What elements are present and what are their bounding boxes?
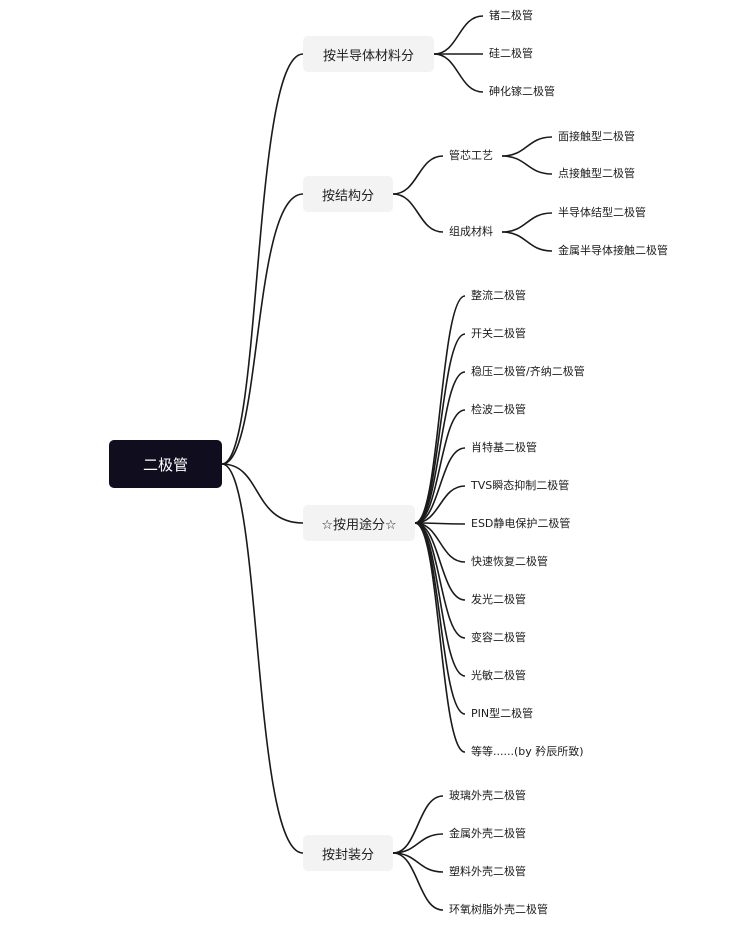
category-to-leaf-connector [433, 53, 484, 93]
root-to-category-connector [221, 463, 304, 854]
category-to-leaf-connector [414, 295, 466, 524]
category-to-leaf-connector [414, 522, 466, 677]
category-to-leaf-connector [392, 852, 444, 911]
leaf-node[interactable]: 锗二极管 [489, 9, 533, 22]
category-to-leaf-connector [414, 333, 466, 524]
category-to-leaf-connector [414, 522, 466, 563]
leaf-node[interactable]: 金属半导体接触二极管 [558, 244, 668, 257]
root-node[interactable]: 二极管 [109, 440, 222, 488]
leaf-node[interactable]: 环氧树脂外壳二极管 [449, 903, 548, 916]
category-usage[interactable]: ☆按用途分☆ [303, 505, 415, 541]
category-label: ☆按用途分☆ [321, 517, 397, 533]
root-label: 二极管 [142, 455, 188, 474]
category-label: 按结构分 [321, 188, 374, 204]
category-to-leaf-connector [414, 447, 466, 524]
category-material[interactable]: 按半导体材料分 [303, 36, 434, 72]
category-structure[interactable]: 按结构分 [303, 176, 393, 212]
category-to-leaf-connector [414, 522, 466, 715]
category-to-leaf-connector [433, 15, 484, 55]
leaf-node[interactable]: 检波二极管 [471, 403, 526, 416]
leaf-node[interactable]: 等等......(by 矜辰所致) [471, 745, 584, 758]
leaf-node[interactable]: 肖特基二极管 [471, 441, 537, 454]
leaf-node[interactable]: 快速恢复二极管 [471, 555, 548, 568]
subgroup-to-leaf-connector [501, 231, 553, 252]
leaf-node[interactable]: 点接触型二极管 [558, 167, 635, 180]
leaf-node[interactable]: 发光二极管 [471, 593, 526, 606]
category-to-subgroup-connector [392, 155, 444, 195]
leaf-node[interactable]: PIN型二极管 [471, 707, 534, 720]
category-to-leaf-connector [414, 522, 466, 601]
category-package[interactable]: 按封装分 [303, 835, 393, 871]
leaf-node[interactable]: TVS瞬态抑制二极管 [471, 479, 570, 492]
leaf-node[interactable]: 整流二极管 [471, 289, 526, 302]
root-to-category-connector [221, 463, 304, 524]
leaf-node[interactable]: 半导体结型二极管 [558, 206, 646, 219]
leaf-node[interactable]: 硅二极管 [489, 47, 533, 60]
leaf-node[interactable]: 砷化镓二极管 [489, 85, 555, 98]
subgroup-node[interactable]: 管芯工艺 [449, 149, 493, 162]
category-to-subgroup-connector [392, 193, 444, 233]
leaf-node[interactable]: ESD静电保护二极管 [471, 517, 571, 530]
root-to-category-connector [221, 193, 304, 465]
leaf-node[interactable]: 稳压二极管/齐纳二极管 [471, 365, 585, 378]
category-label: 按半导体材料分 [322, 48, 414, 64]
category-to-leaf-connector [392, 795, 444, 854]
category-to-leaf-connector [414, 371, 466, 524]
subgroup-to-leaf-connector [501, 136, 553, 157]
leaf-node[interactable]: 变容二极管 [471, 631, 526, 644]
category-to-leaf-connector [392, 833, 444, 854]
category-to-leaf-connector [414, 522, 466, 753]
leaf-node[interactable]: 光敏二极管 [471, 669, 526, 682]
leaf-node[interactable]: 开关二极管 [471, 327, 526, 340]
subgroup-node[interactable]: 组成材料 [449, 225, 493, 238]
category-label: 按封装分 [321, 847, 374, 863]
category-to-leaf-connector [414, 409, 466, 524]
leaf-node[interactable]: 面接触型二极管 [558, 130, 635, 143]
root-to-category-connector [221, 53, 304, 465]
subgroup-to-leaf-connector [501, 155, 553, 175]
leaf-node[interactable]: 塑料外壳二极管 [449, 865, 526, 878]
leaf-node[interactable]: 玻璃外壳二极管 [449, 789, 526, 802]
leaf-node[interactable]: 金属外壳二极管 [449, 827, 526, 840]
subgroup-to-leaf-connector [501, 212, 553, 233]
category-to-leaf-connector [414, 485, 466, 524]
